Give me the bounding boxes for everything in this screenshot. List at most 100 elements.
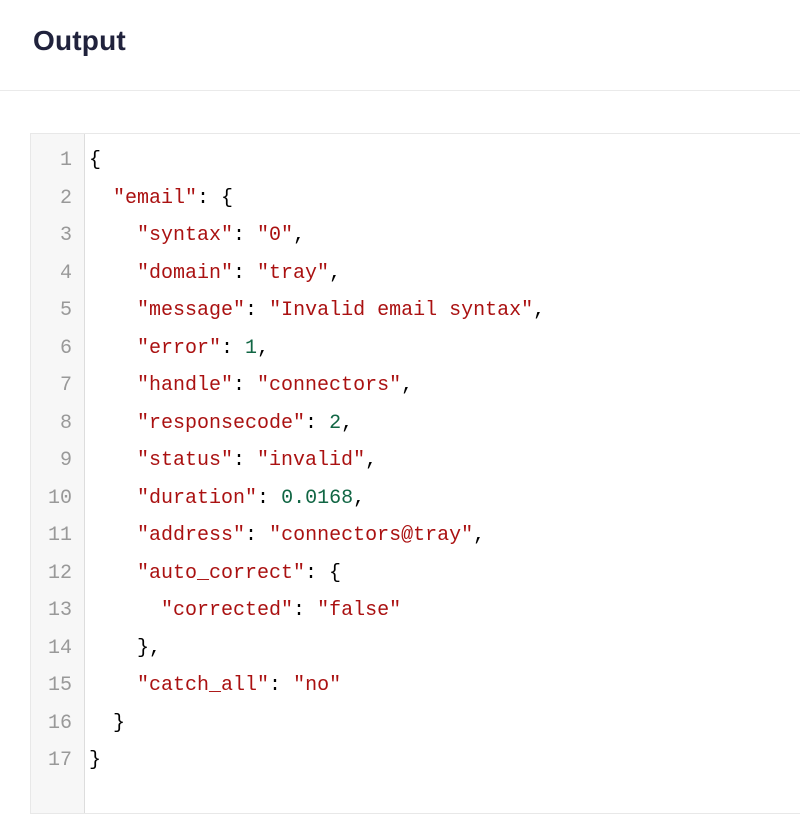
token-string: "status" <box>137 449 234 472</box>
token-string: "message" <box>137 299 246 322</box>
token-punc: , <box>257 336 270 360</box>
token-string: "Invalid email syntax" <box>269 299 534 322</box>
line-number: 12 <box>47 561 72 585</box>
token-punc: : { <box>305 561 342 585</box>
token-punc: , <box>341 411 354 435</box>
token-plain <box>89 224 137 247</box>
token-number: 1 <box>245 336 258 360</box>
token-string: "handle" <box>137 374 234 397</box>
token-string: "corrected" <box>161 599 294 622</box>
line-number: 2 <box>59 186 72 210</box>
token-plain <box>89 262 137 285</box>
token-plain <box>89 599 161 622</box>
line-number: 16 <box>47 711 72 735</box>
line-number: 6 <box>59 336 72 360</box>
token-punc: { <box>89 149 102 172</box>
token-punc: , <box>365 449 378 472</box>
line-number: 13 <box>47 599 72 622</box>
code-line: "domain": "tray", <box>89 255 800 293</box>
line-number: 5 <box>59 299 72 322</box>
token-string: "domain" <box>137 261 234 285</box>
line-number: 15 <box>47 674 72 697</box>
token-string: "address" <box>137 524 246 547</box>
token-plain <box>89 374 137 397</box>
code-line: "auto_correct": { <box>89 555 800 593</box>
token-string: "duration" <box>137 486 258 510</box>
token-number: 2 <box>329 411 342 435</box>
token-string: "email" <box>113 186 198 210</box>
line-number: 11 <box>47 524 72 547</box>
code-line: "responsecode": 2, <box>89 405 800 443</box>
token-plain <box>89 637 137 660</box>
token-string: "invalid" <box>257 449 366 472</box>
token-punc: : <box>233 224 258 247</box>
token-string: "0" <box>257 224 294 247</box>
token-punc: } <box>113 711 126 735</box>
page-title: Output <box>33 25 126 56</box>
token-string: "tray" <box>257 261 330 285</box>
token-plain <box>89 337 137 360</box>
token-plain <box>89 412 137 435</box>
code-line: }, <box>89 630 800 668</box>
line-number: 1 <box>59 149 72 172</box>
token-string: "catch_all" <box>137 674 270 697</box>
token-punc: : <box>233 449 258 472</box>
token-punc: : { <box>197 186 234 210</box>
token-string: "auto_correct" <box>137 561 306 585</box>
line-number: 17 <box>47 749 72 772</box>
code-line: { <box>89 142 800 180</box>
token-punc: : <box>233 374 258 397</box>
line-number: 7 <box>59 374 72 397</box>
token-punc: , <box>293 224 306 247</box>
line-number: 9 <box>59 449 72 472</box>
code-line: "syntax": "0", <box>89 217 800 255</box>
token-string: "connectors@tray" <box>269 524 474 547</box>
token-punc: : <box>245 299 270 322</box>
code-line: "corrected": "false" <box>89 592 800 630</box>
token-punc: , <box>473 524 486 547</box>
code-line: "error": 1, <box>89 330 800 368</box>
token-punc: : <box>245 524 270 547</box>
token-punc: : <box>221 336 246 360</box>
code-line: "address": "connectors@tray", <box>89 517 800 555</box>
token-plain <box>89 712 113 735</box>
token-punc: } <box>89 749 102 772</box>
token-string: "no" <box>293 674 342 697</box>
token-string: "syntax" <box>137 224 234 247</box>
token-punc: : <box>293 599 318 622</box>
token-punc: , <box>401 374 414 397</box>
token-plain <box>89 562 137 585</box>
token-plain <box>89 187 113 210</box>
token-punc: , <box>533 299 546 322</box>
line-number: 8 <box>59 411 72 435</box>
token-plain <box>89 674 137 697</box>
token-string: "responsecode" <box>137 411 306 435</box>
code-line: "duration": 0.0168, <box>89 480 800 518</box>
token-punc: , <box>353 486 366 510</box>
token-string: "connectors" <box>257 374 402 397</box>
token-punc: }, <box>137 636 162 660</box>
token-number: 0.0168 <box>281 486 354 510</box>
token-string: "false" <box>317 599 402 622</box>
token-string: "error" <box>137 336 222 360</box>
token-punc: : <box>257 486 282 510</box>
token-punc: , <box>329 261 342 285</box>
token-plain <box>89 487 137 510</box>
code-line: "email": { <box>89 180 800 218</box>
token-plain <box>89 449 137 472</box>
line-number: 10 <box>47 486 72 510</box>
output-panel-header: Output <box>0 0 800 91</box>
code-lines[interactable]: { "email": { "syntax": "0", "domain": "t… <box>85 134 800 813</box>
token-plain <box>89 524 137 547</box>
token-punc: : <box>233 261 258 285</box>
line-number: 4 <box>59 261 72 285</box>
line-number: 14 <box>47 636 72 660</box>
token-punc: : <box>305 411 330 435</box>
token-plain <box>89 299 137 322</box>
code-line: "message": "Invalid email syntax", <box>89 292 800 330</box>
code-line: "catch_all": "no" <box>89 667 800 705</box>
line-number: 3 <box>59 224 72 247</box>
code-line: "status": "invalid", <box>89 442 800 480</box>
